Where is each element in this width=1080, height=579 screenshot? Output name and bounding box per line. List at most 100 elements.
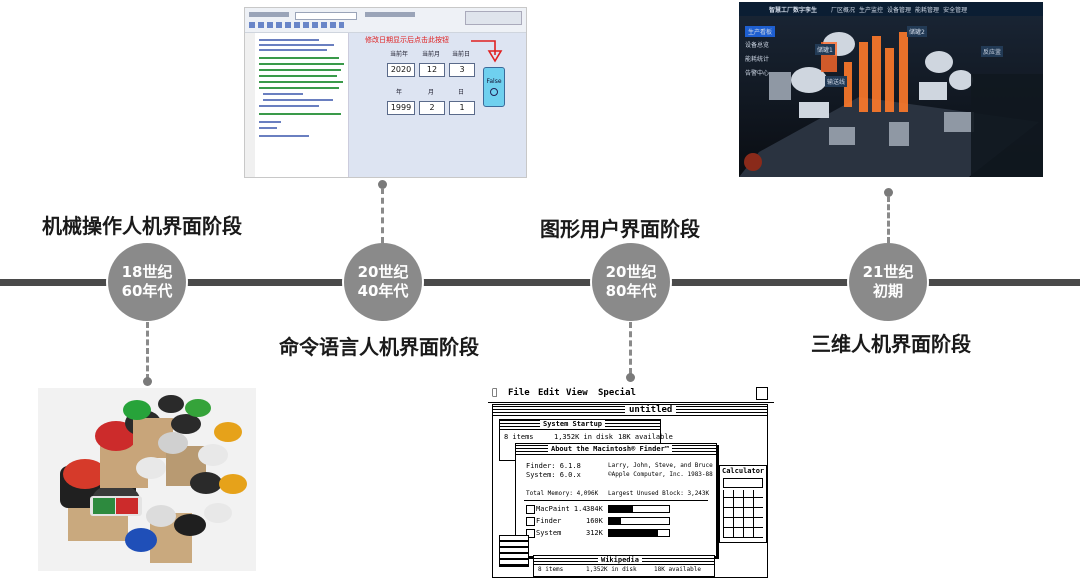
finder-menu-icon[interactable] [756,387,768,400]
side-button-2[interactable]: 设备总览 [745,42,770,49]
node-period-line2: 80年代 [605,282,657,300]
node-period-line1: 20世纪 [605,263,657,281]
wikipedia-window: Wikipedia 8 items 1,352K in disk 18K ava… [533,555,715,577]
timeline-axis [0,279,1080,286]
macpaint-icon [526,505,535,514]
app-name-macpaint: MacPaint 1.4 [536,505,587,513]
memory-bar-finder [608,517,670,525]
node-period-line1: 21世纪 [862,263,914,281]
app-size-system: 312K [586,529,603,537]
label-month: 月 [427,89,434,96]
scene-menu-item[interactable]: 能耗管理 [915,7,940,14]
connector-dot-gui [626,373,635,382]
scene-menu-item[interactable]: 设备管理 [887,7,912,14]
form-designer-pane: 修改日期显示后点击此按钮 当前年 当前月 当前日 2020 12 3 年 月 日… [349,33,526,177]
timeline-node-gui: 20世纪 80年代 [592,243,670,321]
timeline-node-command: 20世纪 40年代 [344,243,422,321]
code-editor-pane [245,33,349,177]
current-year-field[interactable]: 2020 [387,63,415,77]
node-period-line1: 18世纪 [121,263,173,281]
apple-icon[interactable]:  [492,388,497,398]
app-size-macpaint: 384K [586,505,603,513]
annotation-note: 修改日期显示后点击此按钮 [365,36,449,44]
power-icon [490,88,498,96]
side-button-1[interactable]: 生产看板 [745,26,776,37]
label-year: 年 [395,89,402,96]
credits-line1: Larry, John, Steve, and Bruce [608,462,713,469]
untitled-window: untitled System Startup 8 items 1,352K i… [492,404,768,578]
stage-title-gui: 图形用户界面阶段 [540,217,700,241]
system-version: System: 6.0.x [526,471,581,479]
macintosh-gui-screenshot:  File Edit View Special untitled System… [488,386,774,578]
finder-icon [526,517,535,526]
current-month-field[interactable]: 12 [419,63,445,77]
node-period-line2: 60年代 [121,282,173,300]
stage-title-command: 命令语言人机界面阶段 [279,335,479,359]
side-button-3[interactable]: 能耗统计 [745,56,770,63]
3d-factory-screenshot: 智慧工厂数字孪生 厂区概况 生产监控 设备管理 能耗管理 安全管理 生产看板 设… [739,2,1043,177]
bottom-disk: 1,352K in disk [586,566,637,573]
callout-tank-2[interactable]: 储罐2 [907,26,927,37]
bottom-items: 8 items [538,566,564,573]
stage-title-3d: 三维人机界面阶段 [811,332,971,356]
callout-reactor[interactable]: 反应釜 [981,46,1004,57]
side-button-4[interactable]: 告警中心 [745,70,770,77]
connector-mechanical [146,322,149,380]
callout-conveyor[interactable]: 输送线 [825,76,848,87]
system-startup-title: System Startup [540,420,606,428]
about-finder-dialog: About the Macintosh® Finder™ Finder: 6.1… [515,443,717,557]
toggle-button-label: False [486,78,502,85]
trash-icon[interactable] [499,535,529,567]
current-day-field[interactable]: 3 [449,63,475,77]
app-name-system: System [536,529,562,537]
node-period-line1: 20世纪 [357,263,409,281]
connector-gui [629,322,632,374]
calculator-title: Calculator [722,467,765,475]
largest-unused-block: Largest Unused Block: 3,243K [608,490,710,497]
startup-available: 18K available [618,433,673,441]
timeline-node-mechanical: 18世纪 60年代 [108,243,186,321]
year-field[interactable]: 1999 [387,101,415,115]
startup-disk: 1,352K in disk [554,433,614,441]
day-field[interactable]: 1 [449,101,475,115]
total-memory: Total Memory: 4,096K [526,490,599,497]
menu-view[interactable]: View [566,388,588,398]
scene-menu: 厂区概况 生产监控 设备管理 能耗管理 安全管理 [831,5,1031,14]
system-icon [526,529,535,538]
startup-items: 8 items [504,433,534,441]
menu-edit[interactable]: Edit [538,388,560,398]
calculator-window: Calculator [719,465,767,543]
memory-bar-macpaint [608,505,670,513]
command-ide-screenshot: 修改日期显示后点击此按钮 当前年 当前月 当前日 2020 12 3 年 月 日… [244,7,527,178]
bottom-available: 18K available [654,566,701,573]
scene-menu-item[interactable]: 厂区概况 [831,7,856,14]
stage-title-mechanical: 机械操作人机界面阶段 [42,214,242,238]
push-buttons-illustration [38,388,256,571]
scene-menu-item[interactable]: 生产监控 [859,7,884,14]
memory-bar-system [608,529,670,537]
month-field[interactable]: 2 [419,101,445,115]
false-toggle-button[interactable]: False [483,67,505,107]
label-current-month: 当前月 [421,51,440,58]
push-button-photo [38,388,256,571]
callout-tank-1[interactable]: 储罐1 [815,44,835,55]
connector-dot-command [378,180,387,189]
calculator-display [723,478,763,488]
app-size-finder: 160K [586,517,603,525]
scene-title: 智慧工厂数字孪生 [769,7,818,14]
about-finder-title: About the Macintosh® Finder™ [548,445,673,453]
menu-file[interactable]: File [508,388,530,398]
credits-line2: ©Apple Computer, Inc. 1983-88 [608,471,713,478]
connector-command [381,188,384,243]
mac-menubar:  File Edit View Special [488,386,774,403]
connector-3d [887,196,890,243]
red-arrow-icon [471,40,503,63]
menu-special[interactable]: Special [598,388,636,398]
label-day: 日 [457,89,464,96]
app-name-finder: Finder [536,517,562,525]
scene-menu-item[interactable]: 安全管理 [943,7,968,14]
node-period-line2: 40年代 [357,282,409,300]
calculator-keypad[interactable] [723,490,763,538]
factory-3d-scene [739,2,1043,177]
untitled-title: untitled [625,405,677,415]
